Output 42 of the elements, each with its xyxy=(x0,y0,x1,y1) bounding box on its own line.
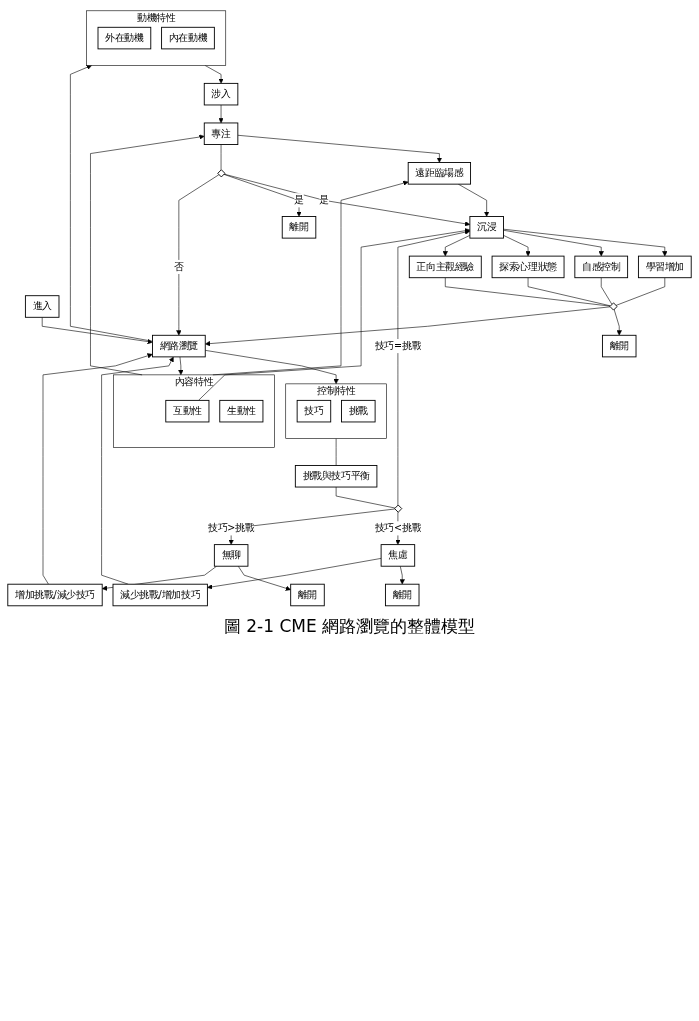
node-box: 挑戰與技巧平衡 xyxy=(294,465,378,488)
node-box: 互動性 xyxy=(165,399,210,423)
node-box: 沉浸 xyxy=(469,216,504,239)
node-box: 外在動機 xyxy=(97,26,152,50)
node-box: 學習增加 xyxy=(637,255,692,279)
node-box: 焦慮 xyxy=(380,544,416,567)
node-diamond xyxy=(609,302,618,311)
connector xyxy=(444,277,611,307)
node-box: 生動性 xyxy=(219,399,264,423)
node-box: 無聊 xyxy=(213,544,249,567)
node-box: 遠距臨場感 xyxy=(407,162,471,185)
edge-label: 技巧=挑戰 xyxy=(374,340,422,352)
node-box: 涉入 xyxy=(203,82,239,106)
node-box: 內在動機 xyxy=(161,26,215,50)
node-box: 離開 xyxy=(385,583,420,607)
node-box: 減少挑戰/增加技巧 xyxy=(112,583,208,607)
node-box: 增加挑戰/減少技巧 xyxy=(7,583,103,607)
edge-label: 技巧>挑戰 xyxy=(207,522,255,534)
node-box: 技巧 xyxy=(296,399,332,423)
edge-label: 是 xyxy=(319,194,330,206)
edge-label: 否 xyxy=(174,260,184,273)
node-diamond xyxy=(394,504,403,513)
connector xyxy=(527,277,611,307)
node-box: 專注 xyxy=(203,122,239,145)
node-box: 進入 xyxy=(24,295,60,318)
connector xyxy=(615,277,666,306)
node-box: 網路瀏覽 xyxy=(152,334,206,358)
node-box: 離開 xyxy=(601,334,637,358)
node-box: 正向主觀經驗 xyxy=(408,255,482,279)
node-box: 離開 xyxy=(290,583,325,607)
node-box: 自感控制 xyxy=(574,255,629,279)
connector xyxy=(220,144,222,171)
figure-caption: 圖 2-1 CME 網路瀏覽的整體模型 xyxy=(223,615,476,636)
connector xyxy=(335,438,337,466)
node-box: 離開 xyxy=(281,216,317,239)
node-box: 探索心理狀態 xyxy=(491,255,565,279)
edge-label: 技巧<挑戰 xyxy=(374,522,422,534)
node-diamond xyxy=(217,169,226,178)
connector xyxy=(600,277,613,305)
edge-label: 是 xyxy=(294,194,304,206)
connector xyxy=(335,486,396,509)
node-box: 挑戰 xyxy=(341,399,376,423)
